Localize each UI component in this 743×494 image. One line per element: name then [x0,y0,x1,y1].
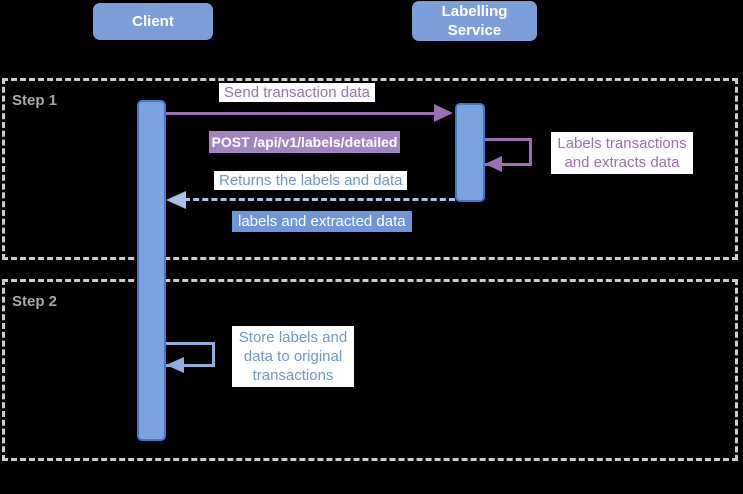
arrow-left-icon [166,357,184,373]
send-transaction-label: Send transaction data [219,83,375,102]
step2-frame: Step 2 [2,279,738,461]
service-self-loop-label: Labels transactions and extracts data [551,132,693,174]
return-payload-badge: labels and extracted data [232,211,412,232]
service-activation-bar [455,103,485,202]
client-self-loop-label: Store labels and data to original transa… [232,326,354,387]
actor-labelling-service-box: Labelling Service [412,1,537,41]
return-labels-dashed-line [184,198,455,201]
step1-label: Step 1 [12,92,58,109]
client-activation-bar [137,100,166,441]
post-endpoint-badge: POST /api/v1/labels/detailed [209,131,400,153]
service-self-loop-arrow [485,138,532,166]
step1-frame: Step 1 [2,78,738,260]
client-self-loop-arrow [166,342,215,367]
arrow-left-icon [485,156,502,172]
return-labels-label: Returns the labels and data [214,171,408,190]
step2-label: Step 2 [12,293,58,310]
arrow-left-icon [166,191,186,209]
send-transaction-arrow-line [166,112,436,115]
arrow-right-icon [434,104,453,122]
actor-client-box: Client [93,3,213,40]
